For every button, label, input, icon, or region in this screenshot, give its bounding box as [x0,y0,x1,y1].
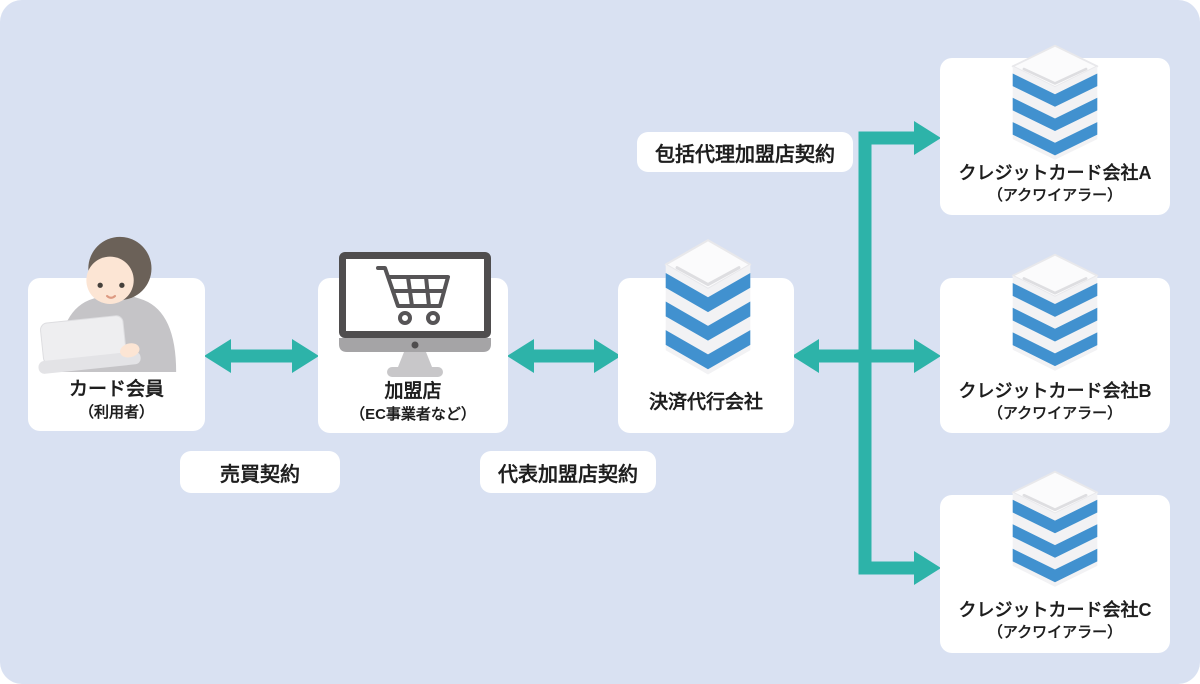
building-icon [1011,44,1099,162]
branch-trunk-line [858,131,872,575]
monitor-cart-icon [339,252,491,377]
node-psp-label: 決済代行会社 [648,392,763,414]
building-icon [664,238,752,377]
arrowhead-acquirer-c [914,551,941,585]
double-arrow-merchant-psp [507,339,621,373]
person-laptop-icon [38,236,177,374]
double-arrow-card-member-merchant [204,339,319,373]
branch-top-line [858,131,915,145]
node-merchant-label: 加盟店 （EC事業者など） [350,380,476,423]
cart-icon [376,266,450,325]
edge-label-sales-contract: 売買契約 [180,451,340,493]
edge-label-blanket-agency-merchant-contract: 包括代理加盟店契約 [637,132,853,172]
arrowhead-acquirer-a [914,121,941,155]
building-icon [1011,253,1099,373]
node-acquirer-a-label: クレジットカード会社A （アクワイアラー） [958,163,1152,204]
building-icon [1011,470,1099,589]
edge-label-representative-merchant-contract: 代表加盟店契約 [480,451,656,493]
branch-bottom-line [858,561,915,575]
node-card-member-label: カード会員 （利用者） [68,378,164,421]
node-acquirer-c-label: クレジットカード会社C （アクワイアラー） [958,600,1152,641]
node-acquirer-b-label: クレジットカード会社B （アクワイアラー） [958,381,1152,422]
